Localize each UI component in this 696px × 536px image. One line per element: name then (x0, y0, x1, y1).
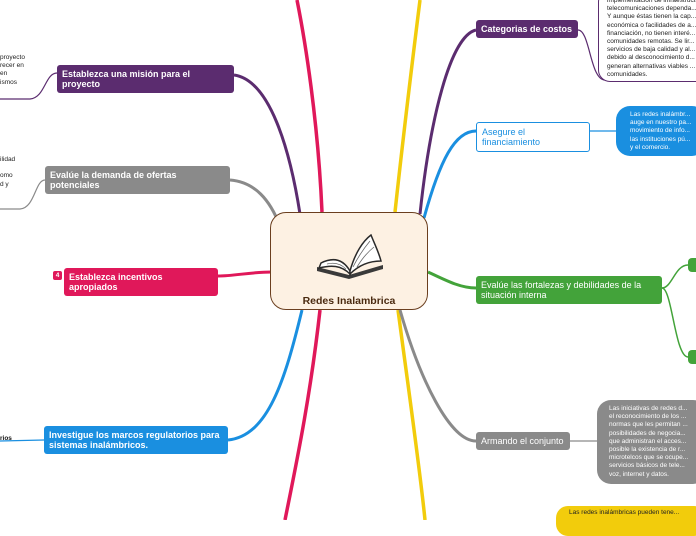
branch-marcos[interactable]: Investigue los marcos regulatorios para … (44, 426, 228, 454)
branch-mision-label: Establezca una misión para el proyecto (62, 69, 191, 89)
connector-marcos-sub (0, 439, 45, 442)
connector-bottom-yellow (396, 309, 427, 520)
bottom-note: Las redes inalámbricas pueden tene... (556, 506, 696, 536)
branch-marcos-label: Investigue los marcos regulatorios para … (49, 430, 220, 450)
mind-map-connectors (0, 0, 689, 520)
branch-demanda[interactable]: Evalúe la demanda de ofertas potenciales (45, 166, 230, 194)
conjunto-note-text: Las iniciativas de redes d... el reconoc… (609, 405, 689, 478)
connector-fortalezas (427, 270, 477, 290)
connector-marcos (227, 309, 304, 442)
demanda-note: ilidad omo d y (0, 156, 16, 188)
bottom-note-text: Las redes inalámbricas pueden tene... (569, 509, 680, 516)
conjunto-note: Las iniciativas de redes d... el reconoc… (597, 400, 696, 484)
branch-financiamiento: Asegure el financiamiento (476, 122, 590, 152)
costos-note-text: implementación de infraestructura en tel… (607, 0, 696, 78)
branch-demanda-label: Evalúe la demanda de ofertas potenciales (50, 170, 177, 190)
connector-mision-sub (0, 72, 58, 100)
connector-top-magenta (295, 0, 324, 213)
branch-fortalezas[interactable]: Evalúe las fortalezas y debilidades de l… (476, 276, 662, 304)
connector-fortalezas-sub-2 (661, 287, 689, 358)
open-book-icon (317, 233, 383, 279)
branch-conjunto[interactable]: Armando el conjunto (476, 432, 570, 450)
branch-financiamiento-label: Asegure el financiamiento (482, 127, 541, 147)
connector-incentivos (217, 270, 273, 278)
connector-bottom-magenta (283, 309, 322, 520)
costos-note: implementación de infraestructura en tel… (598, 0, 696, 82)
fortalezas-subnode-2[interactable] (688, 350, 696, 364)
connector-financiamiento (422, 129, 477, 219)
branch-costos-label: Categorias de costos (481, 24, 573, 34)
central-topic[interactable]: Redes Inalambrica (270, 212, 428, 310)
branch-incentivos[interactable]: Establezca incentivos apropiados (64, 268, 218, 296)
branch-conjunto-label: Armando el conjunto (481, 436, 564, 446)
connector-top-yellow (393, 0, 422, 213)
connector-conjunto (398, 309, 477, 443)
marcos-note: rios (0, 435, 12, 442)
connector-mision (233, 73, 302, 215)
connector-fortalezas-sub-1 (661, 264, 689, 289)
branch-fortalezas-label: Evalúe las fortalezas y debilidades de l… (481, 280, 642, 300)
branch-mision[interactable]: Establezca una misión para el proyecto (57, 65, 234, 93)
fortalezas-subnode-1[interactable] (688, 258, 696, 272)
financiamiento-note-text: Las redes inalámbr... auge en nuestro pa… (630, 111, 692, 151)
financiamiento-note: Las redes inalámbr... auge en nuestro pa… (616, 106, 696, 156)
incentivos-badge-text: 4 (55, 272, 60, 279)
incentivos-badge: 4 (53, 271, 62, 280)
branch-incentivos-label: Establezca incentivos apropiados (69, 272, 163, 292)
central-topic-title: Redes Inalambrica (302, 295, 396, 307)
connector-costos (418, 28, 477, 215)
mision-note: proyecto recer en en ismos (0, 54, 25, 86)
connector-demanda-sub (0, 179, 46, 210)
branch-costos[interactable]: Categorias de costos (476, 20, 578, 38)
